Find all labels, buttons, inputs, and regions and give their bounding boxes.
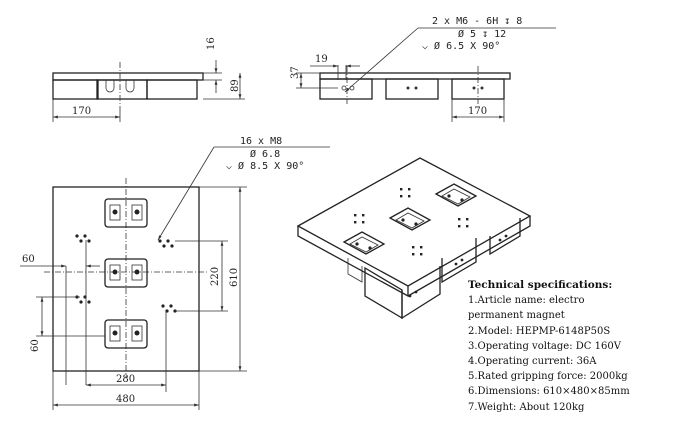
iso-holes: [354, 188, 469, 256]
magnet-pocket-top: [104, 198, 148, 228]
iso-pocket-middle: [388, 207, 432, 231]
spec-line: 7.Weight: About 120kg: [468, 401, 585, 413]
dim-width-left: 170: [72, 106, 91, 117]
dim-pitch-middle: 220: [210, 267, 221, 286]
dim-height: 610: [229, 268, 240, 287]
hole-group-right-top: [158, 239, 174, 248]
hole-group-left-top: [75, 234, 91, 243]
dim-height-total: 89: [230, 79, 241, 92]
spec-line: 2.Model: HEPMP-6148P50S: [468, 325, 611, 337]
hole-callout-plan-line1: 16 x M8: [240, 136, 282, 147]
specs-title: Technical specifications:: [468, 279, 613, 291]
dim-width-right: 170: [468, 106, 487, 117]
isometric-view: [296, 157, 532, 320]
hole-group-right-bottom: [161, 304, 177, 313]
dim-pitch-small-bottom: 60: [30, 339, 41, 352]
magnet-pocket-bottom: [104, 319, 148, 349]
hole-callout-plan-line2: Ø 6.8: [250, 148, 280, 160]
spec-line: 4.Operating current: 36A: [468, 356, 597, 368]
hole-callout-top-line2: Ø 5 ↧ 12: [458, 28, 506, 40]
dim-pitch-small-top: 60: [22, 254, 35, 265]
magnet-pocket-middle: [104, 258, 148, 288]
side-view-left: 16 89 170: [52, 37, 245, 122]
plan-view: 16 x M8 Ø 6.8 ⌵ Ø 8.5 X 90° 60 60 220 61…: [20, 136, 330, 410]
dim-width-inner: 280: [116, 374, 135, 385]
spec-line: 1.Article name: electro: [468, 295, 585, 307]
hole-callout-top-line1: 2 x M6 - 6H ↧ 8: [432, 16, 522, 27]
dim-width: 480: [116, 394, 135, 405]
dim-offset: 19: [315, 54, 328, 65]
dim-height-right: 37: [290, 66, 301, 79]
hole-callout-top-line3: ⌵ Ø 6.5 X 90°: [422, 40, 500, 52]
iso-pocket-right: [434, 183, 478, 207]
spec-line: 5.Rated gripping force: 2000kg: [468, 371, 628, 383]
hole-callout-plan-line3: ⌵ Ø 8.5 X 90°: [226, 160, 304, 172]
spec-line: permanent magnet: [468, 310, 565, 322]
iso-pocket-left: [342, 231, 386, 255]
side-view-right: 2 x M6 - 6H ↧ 8 Ø 5 ↧ 12 ⌵ Ø 6.5 X 90° 1…: [290, 16, 556, 122]
technical-specifications: Technical specifications: 1.Article name…: [468, 278, 678, 415]
spec-line: 6.Dimensions: 610×480×85mm: [468, 386, 630, 398]
spec-line: 3.Operating voltage: DC 160V: [468, 340, 621, 352]
dim-height-small: 16: [206, 37, 217, 50]
